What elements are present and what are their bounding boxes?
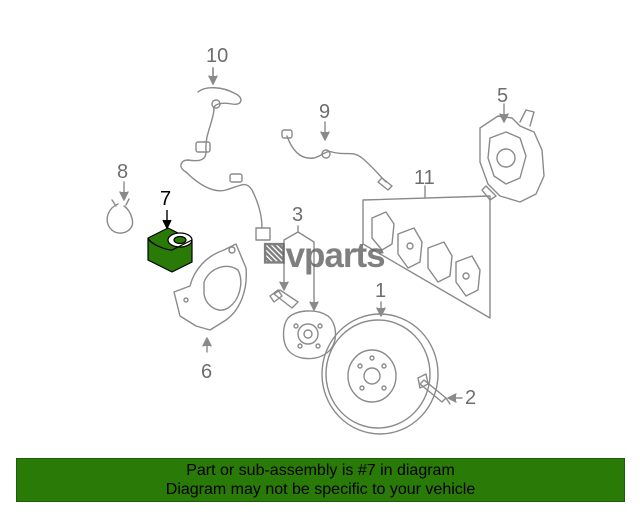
leader-10 — [208, 67, 218, 85]
part-10-abs-sensor-wire[interactable] — [180, 67, 271, 241]
leader-3 — [279, 225, 319, 311]
callout-3[interactable]: 3 — [292, 204, 304, 226]
callout-11[interactable]: 11 — [414, 167, 435, 189]
banner-line-2: Diagram may not be specific to your vehi… — [165, 481, 476, 498]
callout-9[interactable]: 9 — [319, 101, 331, 123]
leader-2 — [447, 393, 463, 403]
leader-1 — [376, 301, 386, 317]
callout-6[interactable]: 6 — [201, 361, 213, 383]
callout-7[interactable]: 7 — [160, 188, 172, 210]
callout-8[interactable]: 8 — [117, 161, 129, 183]
part-2-bolt[interactable] — [417, 373, 451, 405]
watermark-text: vparts — [285, 236, 386, 275]
vparts-watermark-logo: ▧vparts — [262, 236, 386, 276]
part-9-brake-hose[interactable] — [281, 129, 393, 191]
callout-1[interactable]: 1 — [375, 280, 387, 302]
leader-8 — [119, 181, 129, 201]
part-3-wheel-hub[interactable] — [269, 289, 337, 360]
callout-2[interactable]: 2 — [465, 387, 477, 409]
callout-10[interactable]: 10 — [206, 45, 229, 67]
part-6-dust-shield[interactable] — [173, 243, 247, 331]
part-7-wheel-bearing[interactable] — [147, 227, 193, 273]
info-banner: Part or sub-assembly is #7 in diagram Di… — [16, 458, 625, 502]
callout-5[interactable]: 5 — [497, 85, 509, 107]
leader-7 — [162, 210, 172, 230]
part-1-brake-rotor[interactable] — [321, 313, 439, 435]
leader-5 — [499, 103, 509, 123]
part-11-brake-pad-set[interactable] — [362, 195, 491, 319]
part-8-snap-ring[interactable] — [106, 198, 134, 234]
banner-line-1: Part or sub-assembly is #7 in diagram — [186, 462, 455, 479]
part-5-brake-caliper[interactable] — [479, 109, 545, 203]
watermark-logo-mark-icon: ▧ — [262, 236, 287, 266]
leader-6 — [202, 337, 212, 353]
leader-9 — [320, 121, 330, 141]
